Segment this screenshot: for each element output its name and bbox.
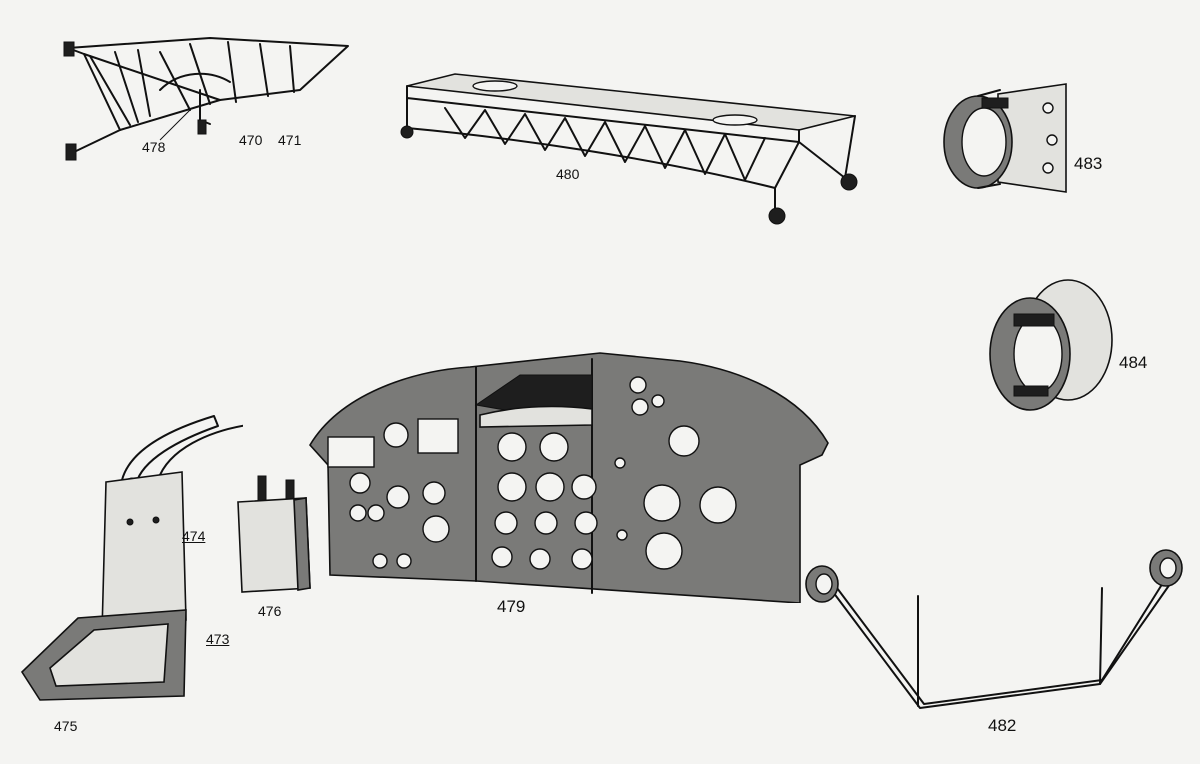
seat-drawing [20,415,243,701]
ring-mount-484-drawing [989,279,1113,411]
cushion-drawing [237,475,311,593]
part-label-484: 484 [1119,353,1148,372]
part-label-476: 476 [258,603,282,619]
part-label-483: 483 [1074,154,1103,173]
part-label-470: 470 [239,132,263,148]
rail-frame-drawing [805,549,1183,709]
ring-mount-483-drawing [943,83,1067,193]
part-label-475: 475 [54,718,78,734]
part-label-482: 482 [988,716,1017,735]
part-label-480: 480 [556,166,580,182]
part-label-471: 471 [278,132,302,148]
instrument-panel-drawing [309,352,829,603]
bench-truss-drawing [400,73,858,225]
part-label-478: 478 [142,139,166,155]
part-label-473: 473 [206,631,230,647]
part-label-474: 474 [182,528,206,544]
truss-bracket-drawing [63,37,349,161]
part-label-479: 479 [497,597,526,616]
